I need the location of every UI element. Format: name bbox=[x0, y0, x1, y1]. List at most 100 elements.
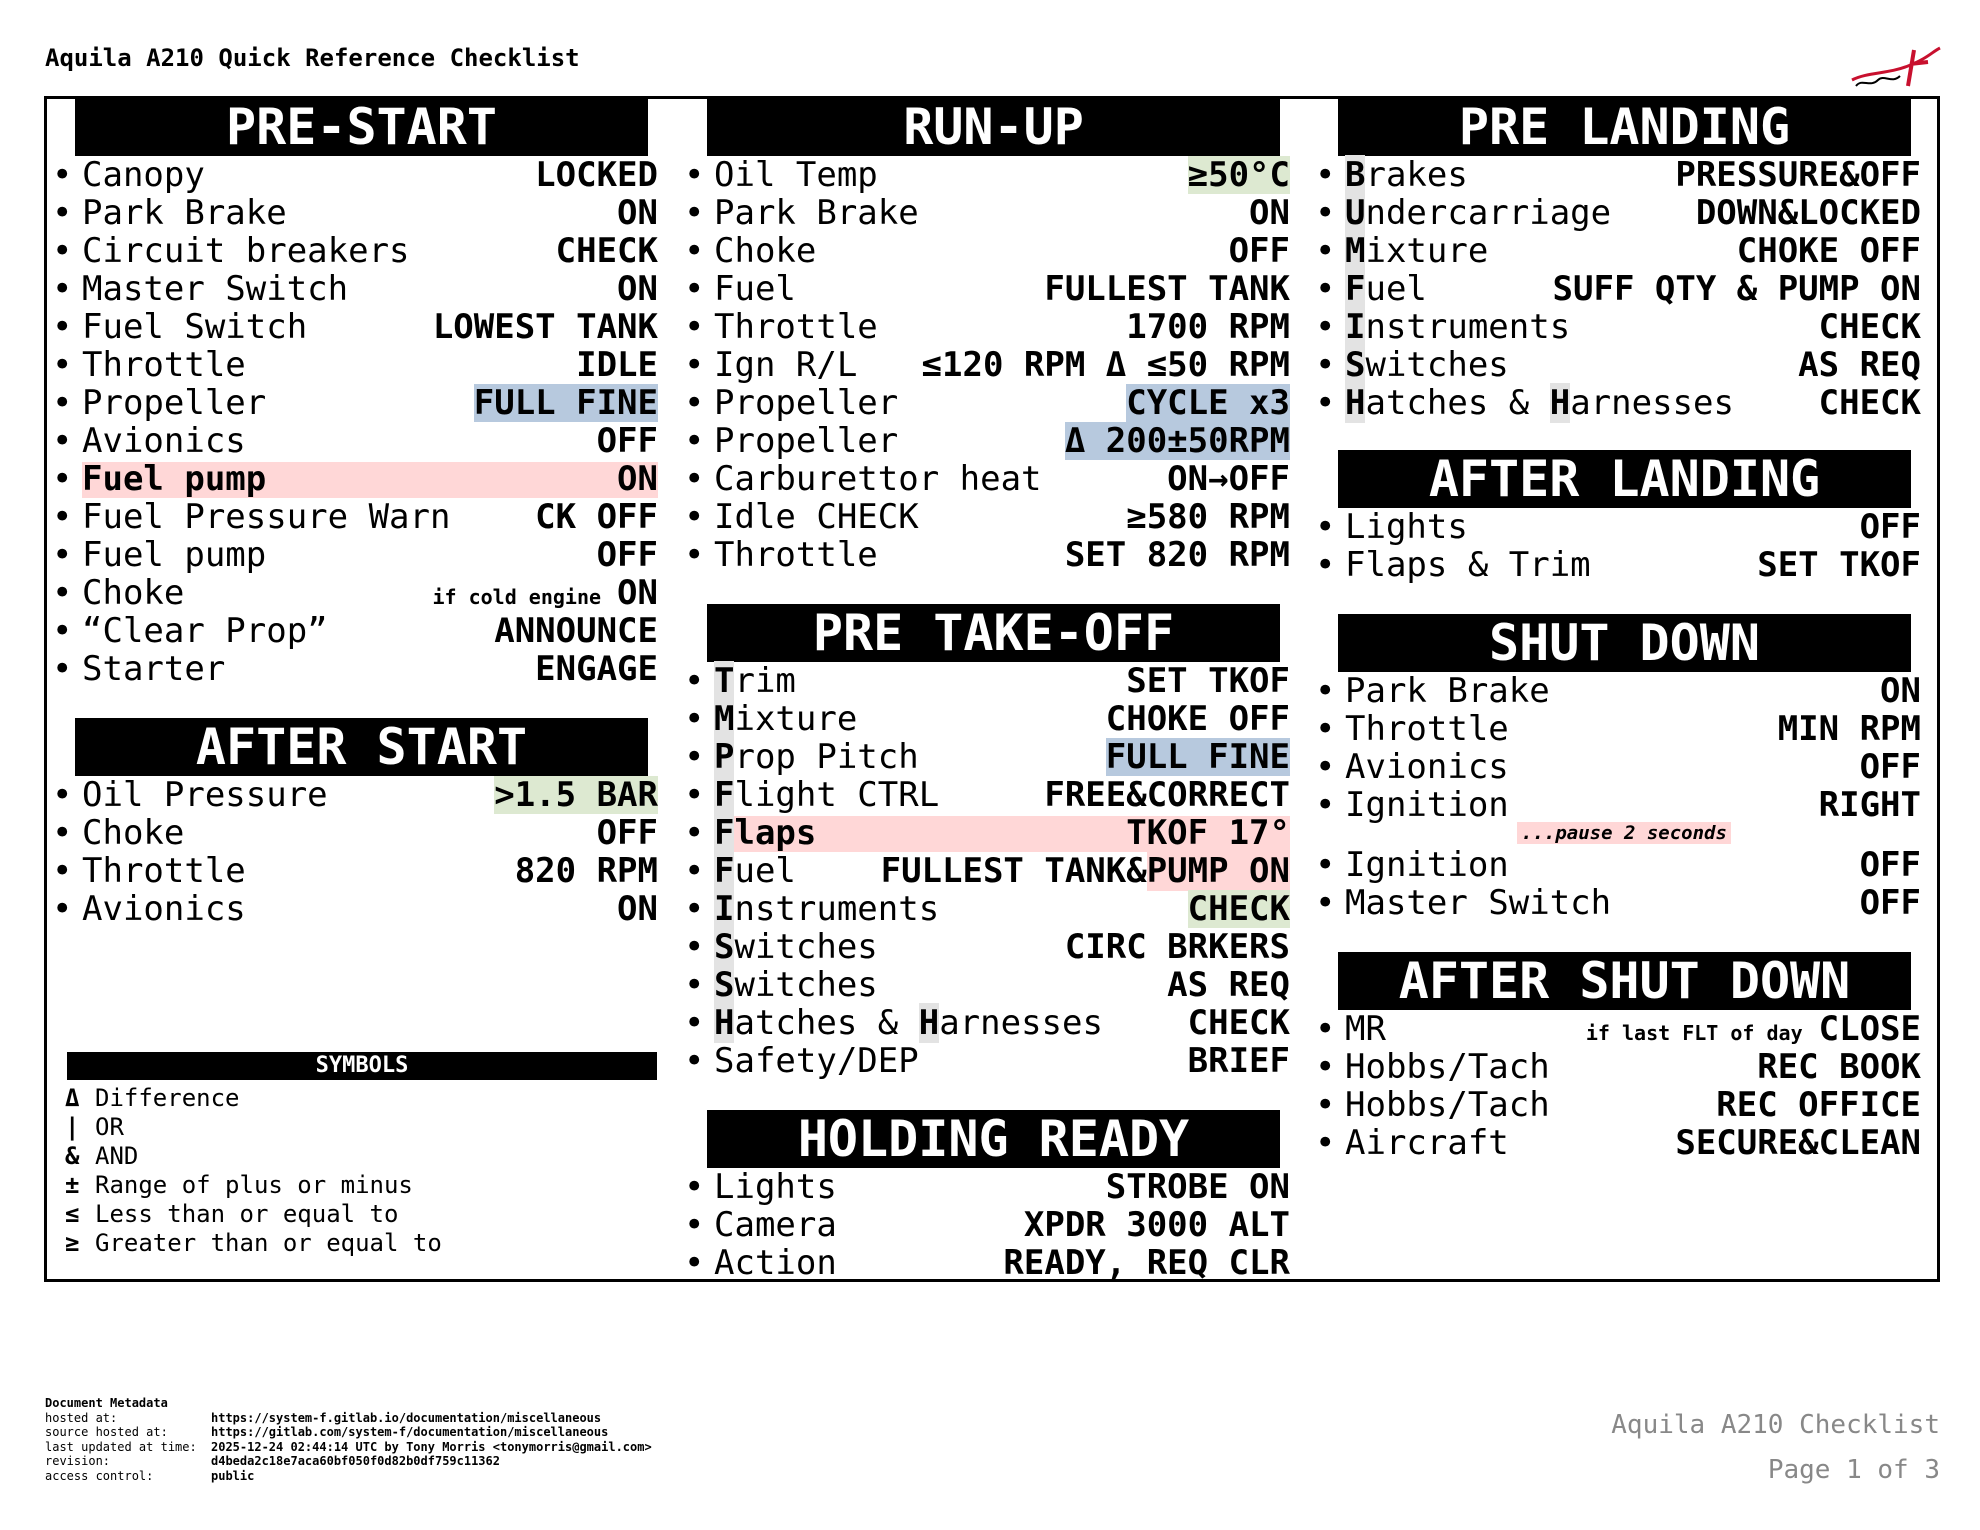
item-label: Aircraft bbox=[1345, 1123, 1509, 1163]
label-rest: witches bbox=[734, 965, 878, 1005]
metadata-value[interactable]: https://system-f.gitlab.io/documentation… bbox=[211, 1410, 602, 1425]
item-label: Starter bbox=[82, 649, 226, 689]
item-value: DOWN&LOCKED bbox=[1695, 193, 1921, 233]
item-value: 1700 RPM bbox=[1126, 307, 1290, 347]
bullet-icon: • bbox=[52, 231, 73, 271]
first-letter: M bbox=[1345, 231, 1366, 271]
checklist-frame bbox=[44, 96, 1940, 1282]
bullet-icon: • bbox=[684, 1205, 705, 1245]
document-metadata: Document Metadata hosted at:https://syst… bbox=[45, 1396, 652, 1483]
item-value: OFF bbox=[596, 813, 658, 853]
bullet-icon: • bbox=[52, 851, 73, 891]
bullet-icon: • bbox=[52, 307, 73, 347]
item-label: Oil Pressure bbox=[82, 775, 328, 815]
item-value: CLOSE bbox=[1818, 1009, 1921, 1049]
bullet-icon: • bbox=[684, 155, 705, 195]
bullet-icon: • bbox=[1315, 1123, 1336, 1163]
section-header: AFTER LANDING bbox=[1338, 450, 1911, 508]
symbol-desc: Less than or equal to bbox=[95, 1200, 399, 1228]
label-rest: nstruments bbox=[1365, 307, 1571, 347]
first-letter: I bbox=[1345, 307, 1366, 347]
value-part-highlighted: PUMP ON bbox=[1146, 851, 1290, 891]
symbol-desc: AND bbox=[95, 1142, 139, 1170]
item-value: ON bbox=[617, 573, 658, 613]
label-rest: nstruments bbox=[734, 889, 940, 929]
bullet-icon: • bbox=[1315, 1085, 1336, 1125]
item-value: ON bbox=[617, 889, 658, 929]
list-item: •Ign R/L≤120 RPM Δ ≤50 RPM bbox=[682, 346, 1290, 384]
bullet-icon: • bbox=[684, 1167, 705, 1207]
item-label: Fuel pump bbox=[82, 459, 267, 499]
item-value: CHECK bbox=[555, 231, 658, 271]
bullet-icon: • bbox=[684, 737, 705, 777]
item-label: Avionics bbox=[82, 421, 246, 461]
item-label: Mixture bbox=[1345, 231, 1488, 271]
symbol-item: &AND bbox=[65, 1142, 655, 1171]
item-value: LOCKED bbox=[535, 155, 658, 195]
item-value: OFF bbox=[1859, 845, 1921, 885]
item-label: Propeller bbox=[714, 421, 899, 461]
bullet-icon: • bbox=[684, 269, 705, 309]
bullet-icon: • bbox=[1315, 671, 1336, 711]
bullet-icon: • bbox=[684, 1003, 705, 1043]
item-label: Throttle bbox=[714, 307, 878, 347]
item-value: RIGHT bbox=[1818, 785, 1921, 825]
item-label: Avionics bbox=[1345, 747, 1509, 787]
item-value: REC BOOK bbox=[1757, 1047, 1921, 1087]
item-value: OFF bbox=[1859, 747, 1921, 787]
metadata-value[interactable]: https://gitlab.com/system-f/documentatio… bbox=[211, 1425, 609, 1439]
footer-doc-name: Aquila A210 Checklist bbox=[1611, 1410, 1940, 1440]
first-letter: S bbox=[714, 965, 735, 1005]
item-note: if cold engine bbox=[432, 585, 602, 609]
item-label: Fuel pump bbox=[82, 535, 267, 575]
item-value: ON bbox=[617, 269, 658, 309]
item-value: ON bbox=[1880, 671, 1921, 711]
item-value: SET 820 RPM bbox=[1064, 535, 1290, 575]
bullet-icon: • bbox=[52, 383, 73, 423]
item-value: OFF bbox=[1859, 883, 1921, 923]
bullet-icon: • bbox=[52, 421, 73, 461]
item-label: Throttle bbox=[1345, 709, 1509, 749]
item-label: Brakes bbox=[1345, 155, 1468, 195]
item-label: Ignition bbox=[1345, 845, 1509, 885]
item-value: AS REQ bbox=[1167, 965, 1290, 1005]
bullet-icon: • bbox=[1315, 883, 1336, 923]
item-value: AS REQ bbox=[1798, 345, 1921, 385]
metadata-row: revision:d4beda2c18e7aca60bf050f0d82b0df… bbox=[45, 1454, 652, 1469]
metadata-key: source hosted at: bbox=[45, 1425, 168, 1439]
bullet-icon: • bbox=[52, 269, 73, 309]
item-label: Safety/DEP bbox=[714, 1041, 919, 1081]
first-letter: S bbox=[1345, 345, 1366, 385]
item-label: Ignition bbox=[1345, 785, 1509, 825]
symbol-glyph: ± bbox=[65, 1171, 80, 1199]
bullet-icon: • bbox=[684, 775, 705, 815]
symbol-item: |OR bbox=[65, 1113, 655, 1142]
item-value: CYCLE x3 bbox=[1126, 383, 1290, 423]
section-header: AFTER SHUT DOWN bbox=[1338, 952, 1911, 1010]
first-letter: P bbox=[714, 737, 735, 777]
item-label: Park Brake bbox=[1345, 671, 1550, 711]
item-label: Fuel Switch bbox=[82, 307, 308, 347]
